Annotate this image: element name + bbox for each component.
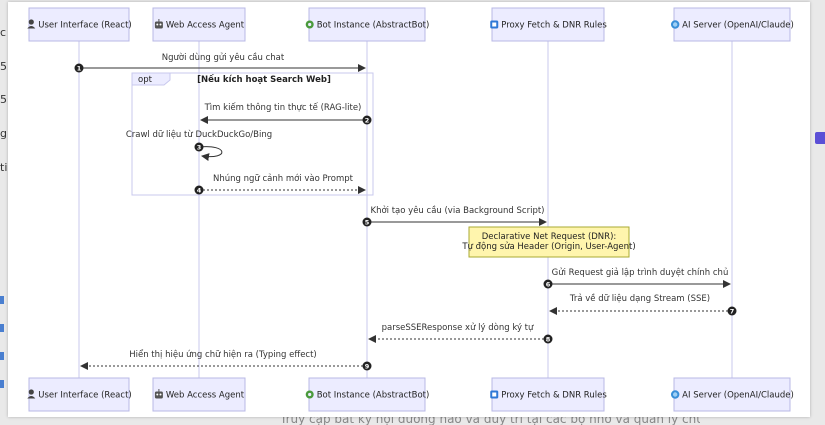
background-list-marker xyxy=(0,324,4,332)
participant-box xyxy=(673,7,791,42)
sequence-number: 5 xyxy=(365,218,370,226)
sequence-number: 9 xyxy=(365,362,370,370)
globe-icon xyxy=(670,390,680,399)
user-icon xyxy=(27,389,36,399)
participant-label: User Interface (React) xyxy=(38,21,131,31)
participant-proxy-bottom: Proxy Fetch & DNR Rules xyxy=(490,377,607,412)
message-7: Trả về dữ liệu dạng Stream (SSE) 7 xyxy=(549,293,737,316)
sequence-number: 6 xyxy=(546,280,551,288)
user-icon xyxy=(27,19,36,29)
background-list-marker xyxy=(0,380,4,388)
participant-label: AI Server (OpenAI/Claude) xyxy=(682,21,794,31)
gear-icon xyxy=(305,20,314,29)
message-label: Nhúng ngữ cảnh mới vào Prompt xyxy=(213,173,354,184)
participant-bot-top: Bot Instance (AbstractBot) xyxy=(305,7,430,42)
participant-box xyxy=(28,377,130,412)
message-8: parseSSEResponse xử lý dòng ký tự 8 xyxy=(368,322,553,344)
message-label: Crawl dữ liệu từ DuckDuckGo/Bing xyxy=(126,129,272,140)
sequence-number-badge xyxy=(543,334,553,344)
participant-label: Bot Instance (AbstractBot) xyxy=(317,391,430,401)
globe-icon xyxy=(670,20,680,29)
participant-box xyxy=(152,7,246,42)
message-label: Hiển thị hiệu ứng chữ hiện ra (Typing ef… xyxy=(129,349,317,360)
square-icon xyxy=(490,20,499,29)
sequence-number-badge xyxy=(362,217,372,227)
participant-box xyxy=(308,377,426,412)
participant-agent-top: Web Access Agent xyxy=(152,7,246,42)
robot-icon xyxy=(154,389,163,399)
participant-proxy-top: Proxy Fetch & DNR Rules xyxy=(490,7,607,42)
diagram-card xyxy=(8,2,810,417)
background-fragment: 5 xyxy=(0,93,7,106)
background-side-badge[interactable] xyxy=(815,132,825,144)
background-fragment: c xyxy=(0,26,7,39)
participant-ai-bottom: AI Server (OpenAI/Claude) xyxy=(670,377,794,412)
participant-box xyxy=(491,377,605,412)
message-2: Tìm kiếm thông tin thực tế (RAG-lite)2 xyxy=(200,102,372,125)
participant-label: AI Server (OpenAI/Claude) xyxy=(682,391,794,401)
message-label: Người dùng gửi yêu cầu chat xyxy=(162,52,285,63)
participant-ui-top: User Interface (React) xyxy=(27,7,132,42)
message-6: Gửi Request giả lập trình duyệt chính ch… xyxy=(543,267,731,289)
participant-label: Bot Instance (AbstractBot) xyxy=(317,21,430,31)
note-line: Tự động sửa Header (Origin, User-Agent) xyxy=(461,241,635,252)
sequence-number: 4 xyxy=(197,186,202,194)
background-fragment: 5 xyxy=(0,60,7,73)
sequence-number: 7 xyxy=(730,307,735,315)
background-list-marker xyxy=(0,296,4,304)
message-label: Khởi tạo yêu cầu (via Background Script) xyxy=(371,205,545,216)
sequence-number-badge xyxy=(194,185,204,195)
sequence-number-badge xyxy=(194,142,204,152)
opt-fragment xyxy=(131,72,374,196)
message-label: Tìm kiếm thông tin thực tế (RAG-lite) xyxy=(204,102,362,113)
participant-ui-bottom: User Interface (React) xyxy=(27,377,132,412)
message-label: Gửi Request giả lập trình duyệt chính ch… xyxy=(552,267,729,278)
participant-label: Web Access Agent xyxy=(166,21,245,31)
message-5: Khởi tạo yêu cầu (via Background Script)… xyxy=(362,205,547,227)
participant-box xyxy=(28,7,130,42)
robot-icon xyxy=(154,19,163,29)
background-list-marker xyxy=(0,352,4,360)
sequence-number-badge xyxy=(543,279,553,289)
note-box xyxy=(468,226,630,258)
message-3: Crawl dữ liệu từ DuckDuckGo/Bing 3 xyxy=(126,129,272,161)
sequence-number-badge xyxy=(362,361,372,371)
sequence-number: 1 xyxy=(77,64,82,72)
sequence-number: 8 xyxy=(546,335,551,343)
sequence-number: 3 xyxy=(197,143,202,151)
participant-box xyxy=(673,377,791,412)
participant-label: Proxy Fetch & DNR Rules xyxy=(501,391,607,401)
square-icon xyxy=(490,390,499,399)
participant-ai-top: AI Server (OpenAI/Claude) xyxy=(670,7,794,42)
sequence-number-badge xyxy=(74,63,84,73)
sequence-number-badge xyxy=(727,306,737,316)
sequence-number-badge xyxy=(362,115,372,125)
message-label: parseSSEResponse xử lý dòng ký tự xyxy=(382,322,534,333)
sequence-number: 2 xyxy=(365,116,370,124)
background-fragment: g xyxy=(0,127,7,140)
gear-icon xyxy=(305,390,314,399)
participant-label: Proxy Fetch & DNR Rules xyxy=(501,21,607,31)
message-1: Người dùng gửi yêu cầu chat 1 xyxy=(74,52,366,73)
participant-box xyxy=(152,377,246,412)
message-arrow xyxy=(198,146,223,161)
participant-agent-bottom: Web Access Agent xyxy=(152,377,246,412)
message-label: Trả về dữ liệu dạng Stream (SSE) xyxy=(569,293,710,304)
note-line: Declarative Net Request (DNR): xyxy=(482,232,617,242)
message-9: Hiển thị hiệu ứng chữ hiện ra (Typing ef… xyxy=(80,349,372,371)
opt-label: opt xyxy=(138,75,153,85)
message-4: Nhúng ngữ cảnh mới vào Prompt 4 xyxy=(194,173,366,195)
opt-condition: [Nếu kích hoạt Search Web] xyxy=(197,74,331,85)
participant-bot-bottom: Bot Instance (AbstractBot) xyxy=(305,377,430,412)
participant-label: Web Access Agent xyxy=(166,391,245,401)
background-fragment: ti xyxy=(0,161,8,174)
opt-tab xyxy=(131,72,171,86)
participant-label: User Interface (React) xyxy=(38,391,131,401)
